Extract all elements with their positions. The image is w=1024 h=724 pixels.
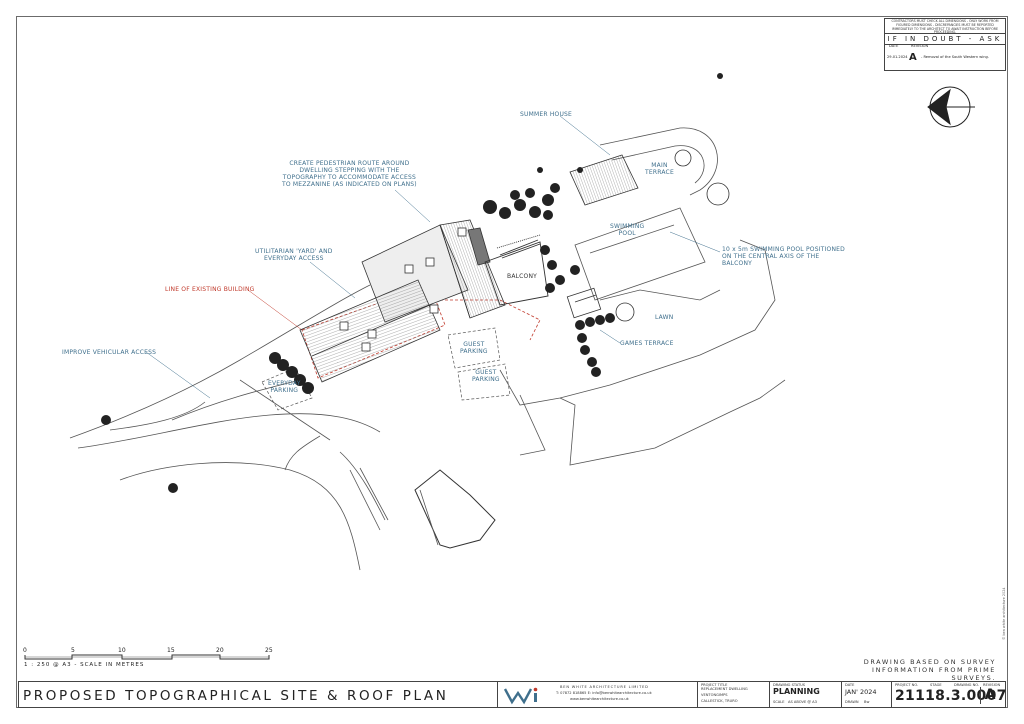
- survey-note-line-1: DRAWING BASED ON SURVEY: [863, 658, 996, 666]
- survey-note-line-2: INFORMATION FROM PRIME SURVEYS.: [872, 666, 996, 682]
- scale-value: AS ABOVE @ A3: [788, 700, 817, 704]
- drawn-by: Bw: [864, 700, 870, 704]
- note-pedestrian-route: CREATE PEDESTRIAN ROUTE AROUND DWELLING …: [282, 160, 417, 188]
- north-arrow-icon: [927, 86, 975, 128]
- stage-label: STAGE: [930, 683, 942, 687]
- games-table: [566, 149, 730, 322]
- rev-col-revision: REVISION: [911, 44, 929, 48]
- project-cell: PROJECT TITLE REPLACEMENT DWELLING VENTO…: [697, 682, 769, 707]
- scale-tick-25: 25: [265, 647, 273, 654]
- note-utilitarian-yard: UTILITARIAN 'YARD' AND EVERYDAY ACCESS: [255, 248, 333, 262]
- title-block: PROPOSED TOPOGRAPHICAL SITE & ROOF PLAN …: [18, 681, 1006, 708]
- scale-tick-0: 0: [23, 647, 27, 654]
- note-guest-parking-2: GUEST PARKING: [472, 369, 500, 383]
- drawing-revision: A: [980, 687, 999, 704]
- revision-label: REVISION: [983, 683, 1001, 687]
- project-line-3: CALLESTICK, TRURO: [701, 699, 738, 703]
- note-summer-house: SUMMER HOUSE: [520, 111, 573, 118]
- revision-box: CONTRACTORS MUST CHECK ALL DIMENSIONS - …: [884, 18, 1006, 71]
- note-main-terrace: MAIN TERRACE: [645, 162, 674, 176]
- boundary-lines: [69, 127, 786, 571]
- rev-date: 29.01.2024: [887, 55, 908, 59]
- scale-caption: 1 : 250 @ A3 - SCALE IN METRES: [24, 662, 145, 668]
- project-label: PROJECT TITLE: [701, 683, 728, 687]
- note-balcony: BALCONY: [507, 273, 538, 280]
- project-line-1: REPLACEMENT DWELLING: [701, 687, 748, 691]
- drawing-date: JAN' 2024: [845, 688, 877, 696]
- company-logo-icon: [503, 687, 538, 705]
- trees: [101, 73, 723, 493]
- scale-bar-graphic: [24, 654, 270, 660]
- copyright-note: © ben white architecture 2024: [1002, 587, 1006, 640]
- parking-bays: [261, 327, 511, 411]
- project-line-2: VENTONGIMPS: [701, 693, 728, 697]
- date-cell: DATE JAN' 2024 DRAWN Bw: [841, 682, 891, 707]
- scale-tick-20: 20: [216, 647, 224, 654]
- survey-note: DRAWING BASED ON SURVEY INFORMATION FROM…: [836, 658, 996, 682]
- note-swimming-pool: SWIMMING POOL: [610, 223, 645, 237]
- rev-col-date: DATE: [889, 44, 899, 48]
- contractor-disclaimer: CONTRACTORS MUST CHECK ALL DIMENSIONS - …: [891, 19, 999, 35]
- scale-tick-5: 5: [71, 647, 75, 654]
- note-vehicular-access: IMPROVE VEHICULAR ACCESS: [62, 349, 157, 356]
- date-label: DATE: [845, 683, 855, 687]
- company-contact: T: 07872 818865 E: info@benwhitearchitec…: [556, 691, 652, 695]
- rev-description: - Removal of the South Western wing.: [921, 55, 989, 59]
- drawing-status: PLANNING: [773, 687, 820, 696]
- company-name: BEN WHITE ARCHITECTURE LIMITED: [560, 685, 649, 689]
- summer-house-roof: [569, 154, 639, 206]
- scale-bar: 0 5 10 15 20 25 1 : 250 @ A3 - SCALE IN …: [23, 645, 284, 669]
- company-website: www.benwhitearchitecture.co.uk: [570, 697, 629, 701]
- drawing-title: PROPOSED TOPOGRAPHICAL SITE & ROOF PLAN: [23, 688, 449, 704]
- scale-tick-10: 10: [118, 647, 126, 654]
- note-everyday-parking: EVERYDAY PARKING: [268, 380, 301, 394]
- status-cell: DRAWING STATUS PLANNING SCALE AS ABOVE @…: [769, 682, 841, 707]
- company-cell: BEN WHITE ARCHITECTURE LIMITED T: 07872 …: [497, 682, 697, 707]
- note-existing-building: LINE OF EXISTING BUILDING: [165, 286, 255, 293]
- drawing-no-label: DRAWING NO.: [954, 683, 980, 687]
- note-pool-position: 10 x 5m SWIMMING POOL POSITIONED ON THE …: [722, 246, 845, 267]
- drawing-number: 21118.3.0007: [895, 688, 1007, 704]
- drawn-label: DRAWN: [845, 700, 859, 704]
- project-no-label: PROJECT NO.: [895, 683, 919, 687]
- note-guest-parking-1: GUEST PARKING: [460, 341, 488, 355]
- scale-label: SCALE: [773, 700, 785, 704]
- rev-letter: A: [909, 52, 917, 63]
- scale-tick-15: 15: [167, 647, 175, 654]
- number-cell: PROJECT NO. STAGE DRAWING NO. REVISION 2…: [891, 682, 1006, 707]
- note-lawn: LAWN: [655, 314, 674, 321]
- status-label: DRAWING STATUS: [773, 683, 806, 687]
- house-roofs: [299, 219, 506, 383]
- balcony-outline: [484, 234, 549, 306]
- note-games-terrace: GAMES TERRACE: [620, 340, 674, 347]
- if-in-doubt-warning: IF IN DOUBT - ASK: [885, 33, 1005, 45]
